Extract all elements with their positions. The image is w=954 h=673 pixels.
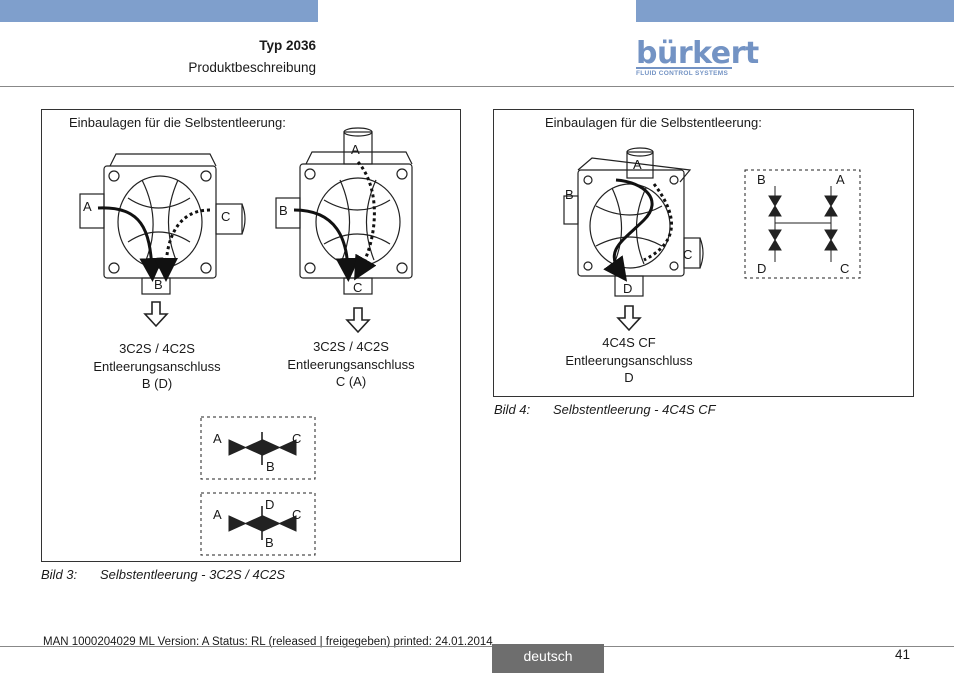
print-info: MAN 1000204029 ML Version: A Status: RL … [43, 636, 493, 648]
left-valve-port-c: C [221, 209, 231, 224]
figure-4-box: Einbaulagen für die Selbstentleerung: A … [493, 109, 914, 397]
left-valve-port-b: B [154, 277, 163, 292]
figure-4-caption: Bild 4: Selbstentleerung - 4C4S CF [494, 402, 716, 417]
logo-tagline: FLUID CONTROL SYSTEMS [636, 70, 729, 77]
figure-4-schematic-c: C [840, 261, 850, 276]
document-subtitle: Produktbeschreibung [188, 60, 316, 75]
right-valve-port-c: C [353, 280, 363, 295]
figure-3-box: Einbaulagen für die Selbstentleerung: A … [41, 109, 461, 562]
valve-4c4s-cf-illustration [563, 147, 704, 332]
logo-underline [636, 67, 732, 69]
figure-3-heading: Einbaulagen für die Selbstentleerung: [69, 115, 286, 130]
schematic-1-b: B [266, 459, 275, 474]
logo-wordmark: bürkert [636, 36, 759, 71]
figure-4-caption-text: Selbstentleerung - 4C4S CF [553, 402, 716, 417]
figure-3-number: Bild 3: [41, 567, 78, 582]
left-valve-port-a: A [83, 199, 92, 214]
figure-4-drawing [563, 147, 861, 332]
figure-4-schematic-box [744, 169, 861, 279]
figure-3-drawing [79, 127, 413, 556]
right-valve-port-b: B [279, 203, 288, 218]
figure-4-port-d: D [623, 281, 633, 296]
page-number: 41 [894, 647, 910, 662]
figure-4-caption-2: Entleerungsanschluss [565, 353, 693, 368]
figure-4-schematic-b: B [757, 172, 766, 187]
schematic-1-c: C [292, 431, 302, 446]
buerkert-logo: bürkert FLUID CONTROL SYSTEMS [636, 39, 759, 78]
figure-4-heading: Einbaulagen für die Selbstentleerung: [545, 115, 762, 130]
figure-4-port-a: A [633, 157, 642, 172]
right-valve-caption-3: C (A) [335, 374, 367, 389]
header-band-left [0, 0, 318, 22]
figure-3-caption-text: Selbstentleerung - 3C2S / 4C2S [100, 567, 285, 582]
header-band-right [636, 0, 954, 22]
figure-4-schematic-d: D [757, 261, 767, 276]
valve-3c2s-drain-c-illustration [275, 127, 413, 334]
figure-4-schematic-a: A [836, 172, 845, 187]
right-valve-port-a: A [351, 142, 360, 157]
figure-4-port-c: C [683, 247, 693, 262]
schematic-2-d: D [265, 497, 275, 512]
document-title: Typ 2036 [259, 38, 316, 53]
left-valve-caption-1: 3C2S / 4C2S [119, 341, 195, 356]
schematic-1-a: A [213, 431, 222, 446]
schematic-1-box [200, 416, 316, 480]
figure-3-caption: Bild 3: Selbstentleerung - 3C2S / 4C2S [41, 567, 285, 582]
footer-rule [0, 646, 954, 647]
schematic-2-c: C [292, 507, 302, 522]
valve-3c2s-drain-b-illustration [79, 153, 246, 328]
right-valve-caption-2: Entleerungsanschluss [287, 357, 415, 372]
left-valve-caption-2: Entleerungsanschluss [93, 359, 221, 374]
schematic-2-a: A [213, 507, 222, 522]
figure-4-caption-3: D [624, 370, 634, 385]
left-valve-caption-3: B (D) [141, 376, 173, 391]
header-rule [0, 86, 954, 87]
right-valve-caption-1: 3C2S / 4C2S [313, 339, 389, 354]
figure-4-number: Bild 4: [494, 402, 531, 417]
language-tab: deutsch [492, 644, 604, 673]
figure-4-caption-1: 4C4S CF [602, 335, 656, 350]
schematic-2-box [200, 492, 316, 556]
figure-4-port-b: B [565, 187, 574, 202]
schematic-2-b: B [265, 535, 274, 550]
